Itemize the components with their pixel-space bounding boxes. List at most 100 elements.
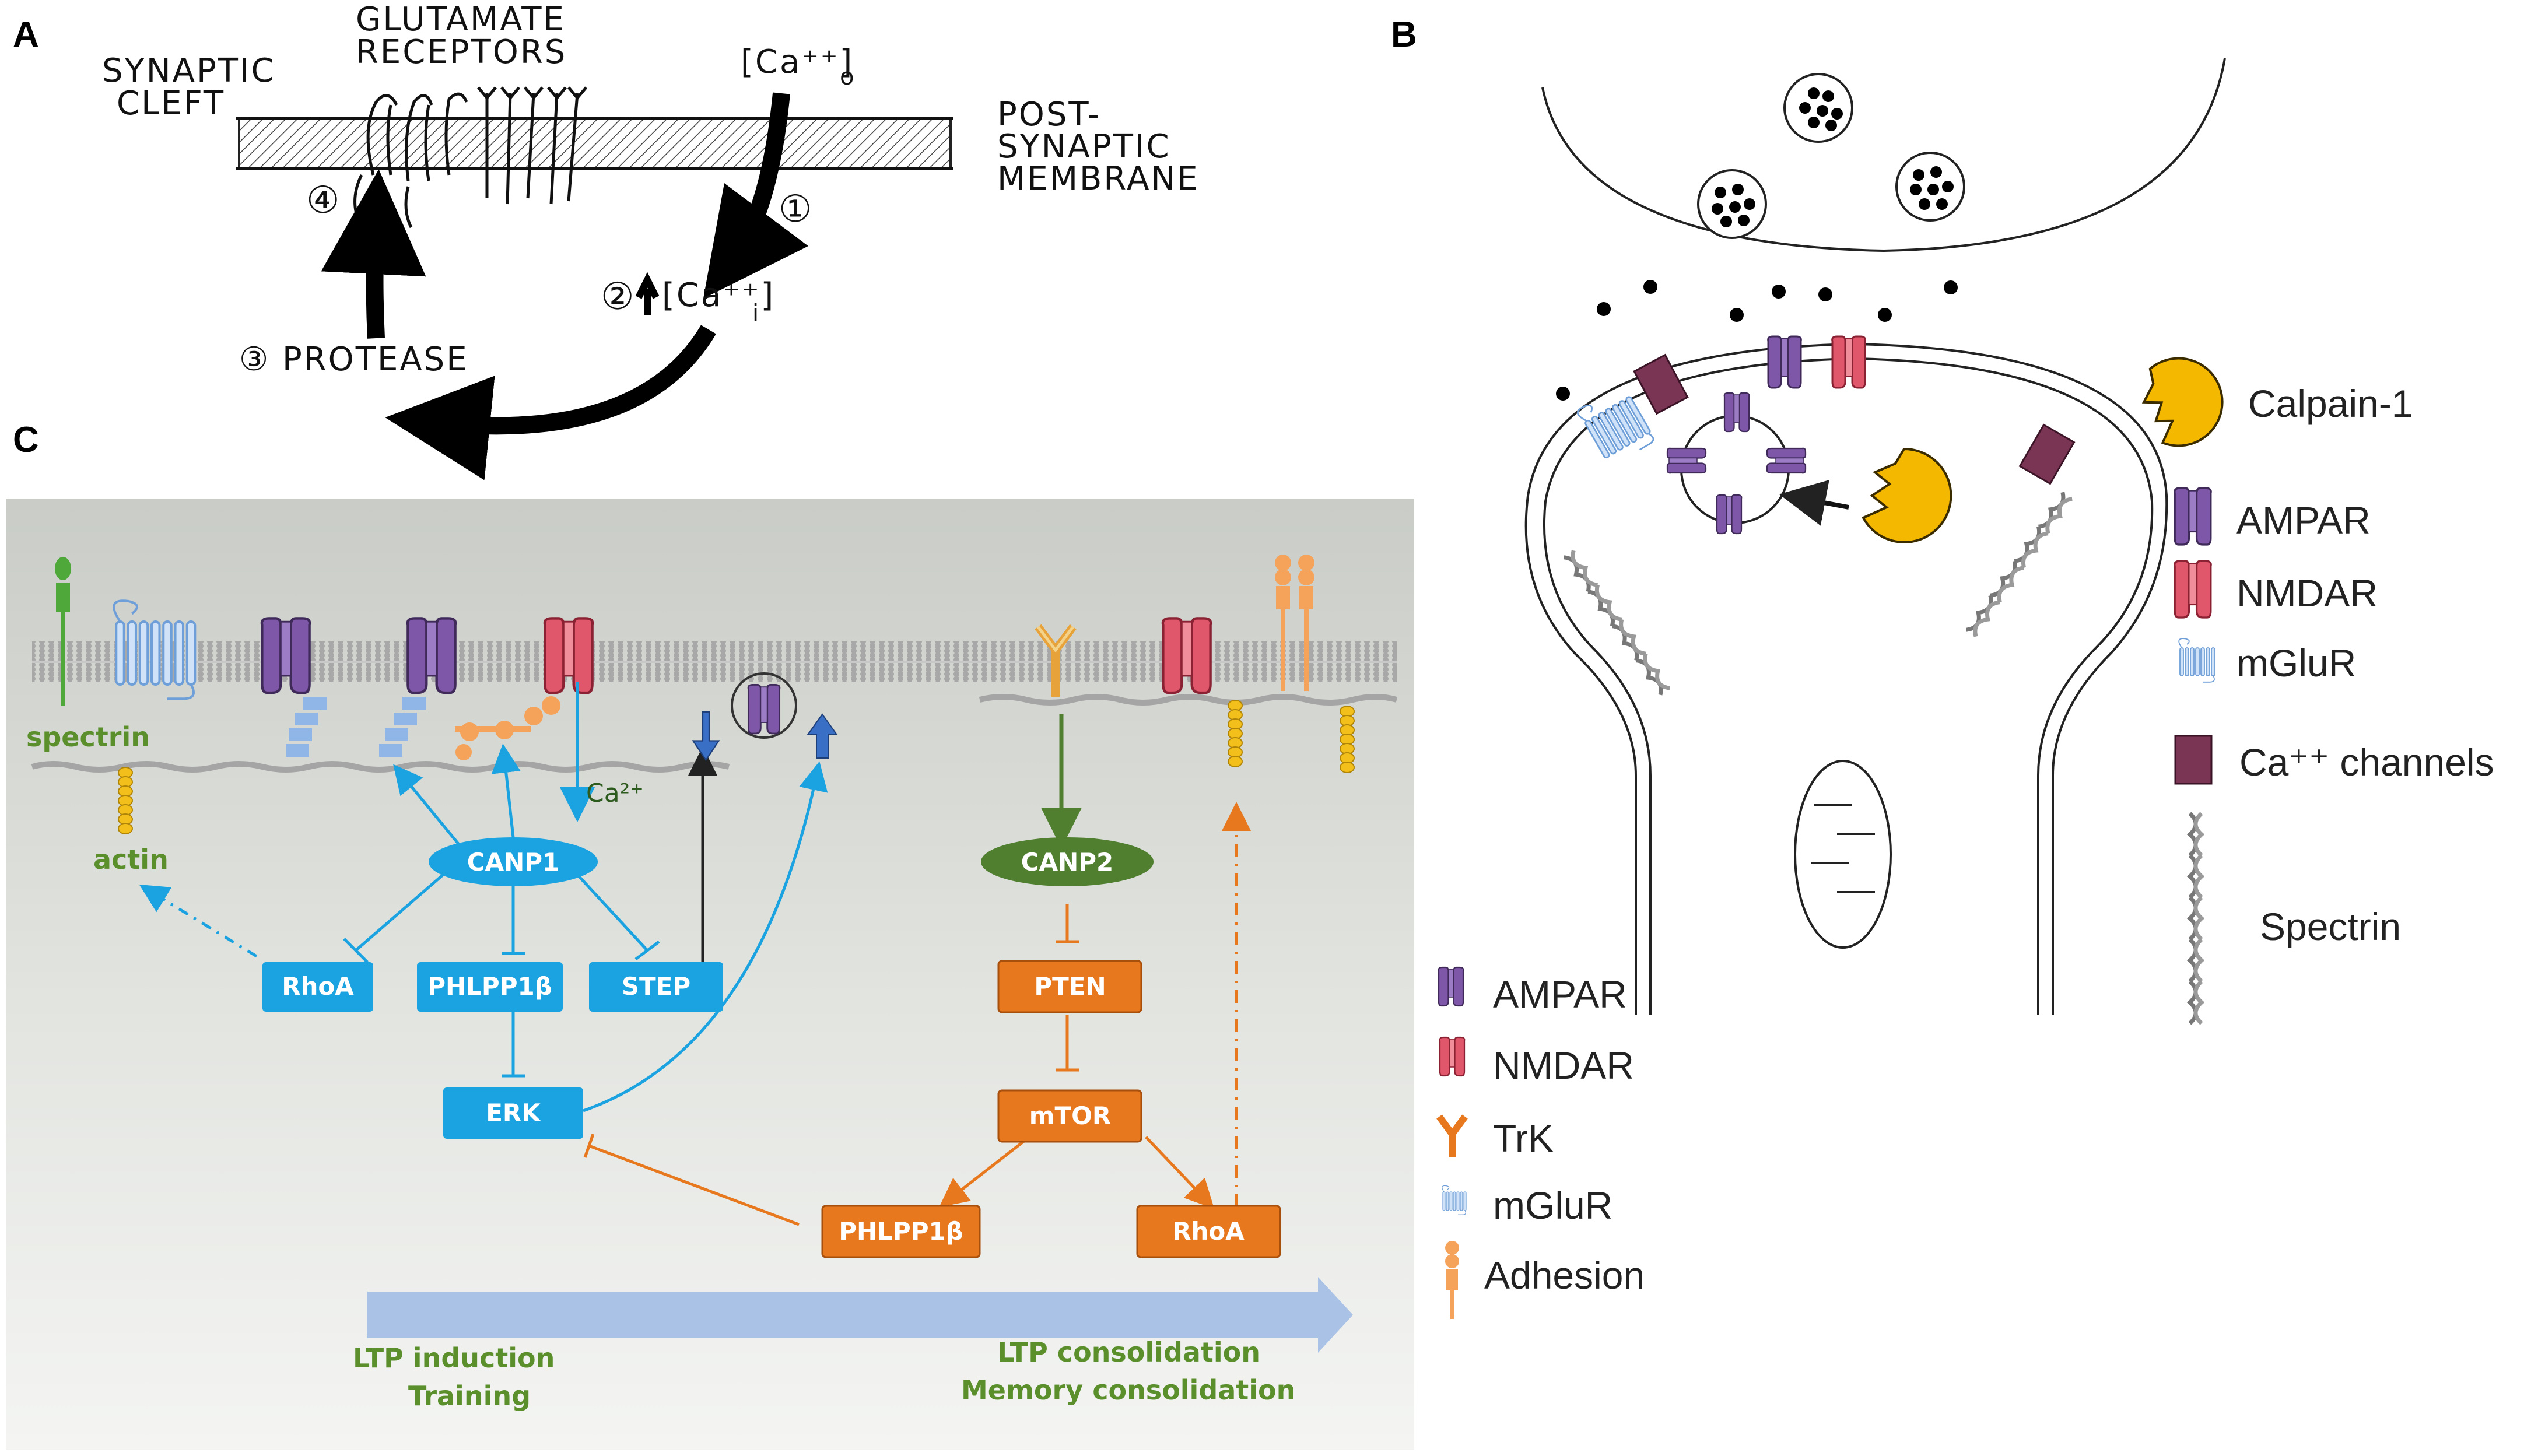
legend-c-mglur-label: mGluR [1493, 1184, 1612, 1227]
legend-ampar-icon [2174, 487, 2212, 546]
legend-c-ampar-label: AMPAR [1493, 973, 1627, 1016]
step-4-label: ④ [306, 179, 339, 222]
legend-spectrin-icon [2190, 813, 2202, 1023]
pten-box [997, 960, 1142, 1013]
spectrin-label: spectrin [26, 721, 150, 753]
canp1-to-nmdar-arrow [491, 743, 521, 838]
canp1-inhibits-rhoa [343, 873, 444, 963]
mtor-label: mTOR [1029, 1101, 1111, 1130]
legend-c-adhesion-label: Adhesion [1484, 1254, 1645, 1297]
ltp-consolidation-label: LTP consolidation [997, 1336, 1260, 1368]
rhoa-blue-box [262, 962, 373, 1012]
legend-c-trk-label: TrK [1493, 1117, 1554, 1160]
rhoa-orange-box [1136, 1205, 1281, 1258]
post-label: POST- [997, 96, 1101, 134]
timeline-arrow [367, 1277, 1353, 1353]
panel-c-legend: AMPAR NMDAR TrK mGluR Adhesion [1436, 966, 1645, 1319]
panel-a: A GLUTAMATE RECEPTORS SYNAPTIC CLEFT [Ca… [13, 1, 1200, 480]
panel-c-letter: C [13, 420, 39, 460]
legend-c-trk-icon [1436, 1114, 1468, 1157]
step-label: STEP [622, 972, 690, 1001]
legend-ca-channel-icon [2174, 735, 2213, 785]
nmdar-cterm-fragments [455, 696, 560, 760]
ca-out-label: [Ca⁺⁺] [741, 43, 854, 81]
step-3-protease-label: ③ PROTEASE [239, 341, 469, 378]
cleavage-arrow [321, 169, 426, 339]
spectrin-protein [55, 557, 71, 706]
phlpp-orange-box [821, 1205, 981, 1258]
canp2-label: CANP2 [1021, 848, 1113, 876]
pten-inhibits-mtor [1056, 1015, 1079, 1072]
pten-label: PTEN [1034, 972, 1106, 1001]
nmdar-b [1831, 335, 1866, 389]
phlpp-inhibits-erk-orange [583, 1134, 800, 1226]
ca-out-subscript: o [840, 64, 854, 90]
legend-c-nmdar-label: NMDAR [1493, 1044, 1634, 1087]
step-2-label: ② [601, 275, 634, 318]
ampar-trafficking [692, 672, 838, 762]
erk-label: ERK [486, 1099, 541, 1127]
erk-box [443, 1087, 583, 1139]
glutamate-dots [1556, 280, 1958, 401]
spectrin-right [1966, 492, 2073, 636]
trk-receptor [1035, 624, 1077, 697]
legend-c-adhesion-icon [1445, 1241, 1459, 1319]
actin-label: actin [93, 844, 169, 875]
rhoa-orange-label: RhoA [1172, 1217, 1245, 1246]
adhesion-molecules [1275, 555, 1314, 691]
protease-arrow [385, 325, 716, 480]
training-label: Training [408, 1380, 531, 1412]
ca-channel-right [2018, 423, 2076, 485]
membrane-label: MEMBRANE [997, 160, 1200, 198]
rhoa-to-actin-arrow [139, 884, 258, 958]
synaptic-vesicles [1697, 73, 1965, 239]
canp2-inhibits-pten [1056, 904, 1079, 943]
step-1-label: ① [779, 188, 812, 231]
spectrin-lattice-left [31, 761, 730, 773]
legend-ca-channels-label: Ca⁺⁺ channels [2239, 741, 2494, 784]
ca-influx-arrow [703, 92, 808, 299]
spectrin-left [1564, 550, 1670, 694]
ltp-induction-label: LTP induction [353, 1342, 555, 1374]
mglur-b [1575, 383, 1657, 469]
ca2-label: Ca²⁺ [586, 778, 644, 808]
panel-c: C spectrin actin Ca²⁺ CANP [6, 420, 1414, 1450]
ampar-fragments [286, 697, 426, 757]
canp1-to-ampar-arrow [393, 764, 462, 848]
legend-mglur-label: mGluR [2236, 641, 2356, 685]
mitochondrion [1794, 760, 1892, 949]
legend-calpain-label: Calpain-1 [2248, 382, 2413, 425]
mtor-box [997, 1089, 1142, 1143]
ca-in-subscript: i [752, 300, 759, 327]
phlpp-blue-box [417, 962, 563, 1012]
phlpp-blue-label: PHLPP1β [427, 972, 552, 1001]
presynaptic-terminal [1541, 58, 2226, 252]
phlpp-inhibits-erk [502, 1012, 525, 1078]
legend-c-ampar-icon [1438, 966, 1464, 1007]
mtor-to-rhoa-arrow [1145, 1136, 1215, 1209]
postsynaptic-membrane [238, 117, 952, 170]
legend-calpain-icon [2141, 357, 2224, 447]
calpain-1-b [1862, 447, 1952, 543]
panel-a-letter: A [13, 15, 39, 55]
receptors-label: RECEPTORS [356, 33, 567, 71]
memory-consolidation-label: Memory consolidation [961, 1374, 1295, 1406]
legend-spectrin-label: Spectrin [2260, 905, 2401, 948]
mtor-to-phlpp-arrow [939, 1136, 1030, 1208]
erk-to-insertion-arrow [583, 761, 828, 1113]
canp1-label: CANP1 [467, 848, 559, 876]
canp1-inhibits-phlpp [502, 886, 525, 955]
up-arrow-icon [635, 272, 660, 315]
canp1-node [429, 837, 598, 886]
legend-nmdar-icon [2174, 560, 2212, 619]
rhoa-blue-label: RhoA [282, 972, 354, 1001]
legend-ampar-label: AMPAR [2236, 499, 2371, 542]
canp1-inhibits-step [576, 873, 660, 960]
ampar-b [1767, 335, 1802, 389]
panel-b-letter: B [1391, 15, 1417, 55]
calpain-arrow [1779, 480, 1849, 526]
ca-in-label: [Ca⁺⁺] [662, 276, 775, 314]
legend-c-mglur-icon [1442, 1185, 1467, 1215]
glutamate-label: GLUTAMATE [356, 1, 566, 38]
panel-b: B [1391, 15, 2494, 1023]
